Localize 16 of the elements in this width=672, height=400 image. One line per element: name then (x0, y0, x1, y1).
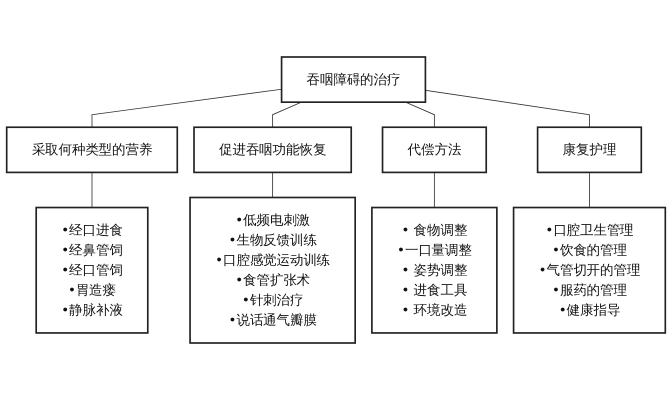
node-box: •低频电刺激 •生物反馈训练 •口腔感觉运动训练 •食管扩张术 •针刺治疗 •说话通气瓣膜 (189, 196, 356, 344)
connector (272, 172, 274, 198)
node-box: 采取何种类型的营养 (6, 126, 178, 174)
connector (425, 90, 590, 128)
node-box: 代偿方法 (382, 126, 488, 174)
node-box: •口腔卫生管理 •饮食的管理 •气管切开的管理 •服药的管理 •健康指导 (512, 206, 666, 334)
node-box: •经口进食 •经鼻管饲 •经口管饲 •胃造瘘 •静脉补液 (35, 206, 149, 334)
node-box: • 食物调整 •一口量调整 • 姿势调整 • 进食工具 • 环境改造 (371, 206, 498, 334)
connector (405, 102, 435, 128)
node-box: 吞咽障碍的治疗 (280, 56, 426, 103)
node-box: 康复护理 (536, 126, 642, 174)
connector (92, 88, 282, 128)
connector (272, 102, 302, 128)
connector (589, 172, 590, 208)
connector (434, 172, 435, 208)
node-box: 促进吞咽功能恢复 (193, 126, 352, 174)
